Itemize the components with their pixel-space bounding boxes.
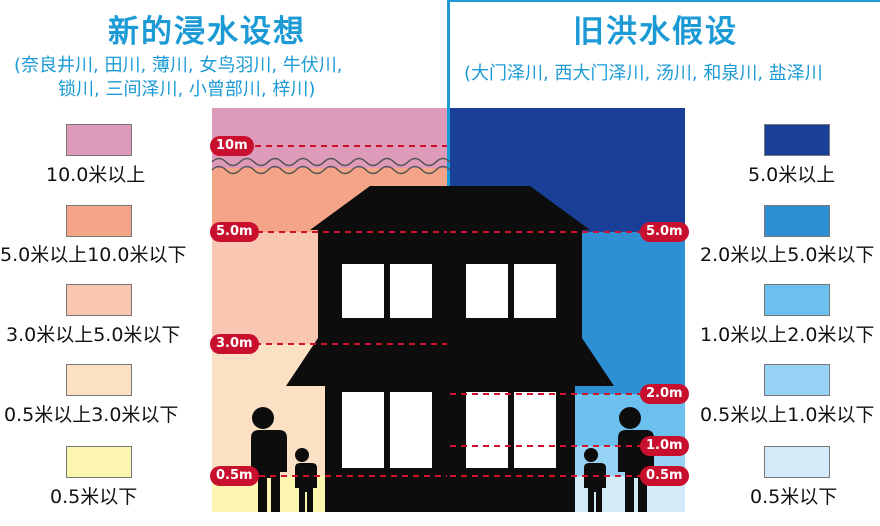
adult-figure-left [247,407,287,512]
left-subtitle-line2: 锁川, 三间泽川, 小曾部川, 梓川) [58,79,316,100]
left-legend-swatch-1 [66,205,132,237]
level-tag-right-1m: 1.0m [640,436,689,456]
right-title: 旧洪水假设 [573,14,738,50]
left-legend-label-2: 3.0米以上5.0米以下 [6,324,181,346]
left-title: 新的浸水设想 [108,14,306,50]
level-tag-left-05m: 0.5m [210,466,259,486]
left-legend-label-3: 0.5米以上3.0米以下 [4,404,179,426]
level-tag-right-05m: 0.5m [640,466,689,486]
right-legend-label-2: 1.0米以上2.0米以下 [700,324,875,346]
right-legend-swatch-3 [764,364,830,396]
house-windows [342,264,556,468]
level-tag-left-5m: 5.0m [210,222,259,242]
left-legend-swatch-2 [66,284,132,316]
right-legend-swatch-1 [764,205,830,237]
level-tag-left-10m: 10m [210,136,254,156]
top-rule [449,0,880,2]
right-legend-swatch-2 [764,284,830,316]
level-tag-right-5m: 5.0m [640,222,689,242]
right-subtitle-line1: (大门泽川, 西大门泽川, 汤川, 和泉川, 盐泽川 [464,63,823,84]
child-figure-left [292,448,317,512]
level-tag-right-2m: 2.0m [640,384,689,404]
right-legend-swatch-4 [764,446,830,478]
right-legend-label-1: 2.0米以上5.0米以下 [700,244,875,266]
left-legend-label-1: 5.0米以上10.0米以下 [0,244,187,266]
left-legend-label-0: 10.0米以上 [46,164,146,186]
left-legend-swatch-3 [66,364,132,396]
level-tag-left-3m: 3.0m [210,334,259,354]
level-lines [244,145,642,477]
right-legend-label-4: 0.5米以下 [750,486,838,508]
right-legend-label-3: 0.5米以上1.0米以下 [700,404,875,426]
left-subtitle-line1: (奈良井川, 田川, 薄川, 女鸟羽川, 牛伏川, [14,55,343,76]
wave-break [211,157,451,167]
left-legend-swatch-4 [66,446,132,478]
house-silhouette [286,186,614,512]
left-legend-swatch-0 [66,124,132,156]
right-legend-swatch-0 [764,124,830,156]
right-legend-label-0: 5.0米以上 [748,164,836,186]
left-legend-label-4: 0.5米以下 [50,486,138,508]
